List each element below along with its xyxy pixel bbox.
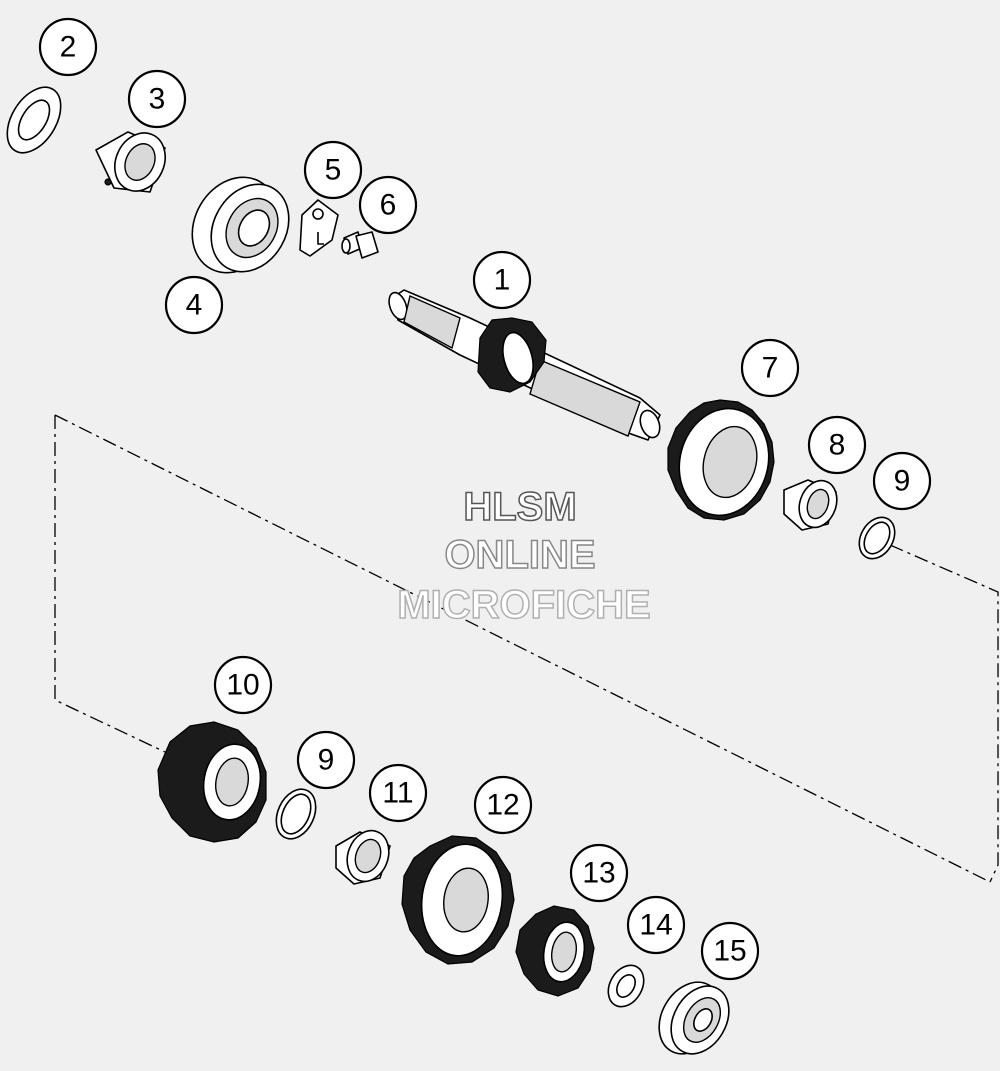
callout-part-11: 11 (368, 763, 428, 823)
part-circlip-lower (275, 788, 317, 840)
part-washer-lower (607, 964, 645, 1008)
callout-label: 13 (582, 857, 615, 890)
callout-part-5: 5 (303, 140, 363, 200)
assembly-guide-line (54, 414, 999, 883)
callout-label: 6 (380, 189, 397, 222)
callout-part-9-lower: 9 (296, 730, 356, 790)
part-gear-large-upper (667, 399, 775, 521)
callout-label: 2 (60, 31, 77, 64)
watermark-line-2: ONLINE (444, 533, 595, 577)
part-needle-bushing-upper (783, 479, 838, 531)
part-bolt (341, 231, 379, 259)
callout-label: 15 (713, 935, 746, 968)
callout-part-12: 12 (473, 775, 533, 835)
callout-label: 9 (894, 465, 911, 498)
callout-label: 3 (149, 83, 166, 116)
callout-part-13: 13 (569, 843, 629, 903)
callout-label: 11 (382, 777, 413, 810)
callout-part-3: 3 (127, 69, 187, 129)
callout-part-10: 10 (213, 655, 273, 715)
callout-label: 12 (486, 789, 519, 822)
part-bushing (95, 131, 166, 193)
part-circlip-upper (858, 516, 896, 560)
watermark-line-3: MICROFICHE (397, 583, 650, 627)
part-ball-bearing (191, 176, 290, 274)
callout-part-2: 2 (38, 17, 98, 77)
callout-part-7: 7 (740, 338, 800, 398)
callout-part-8: 8 (807, 415, 867, 475)
callout-part-9-upper: 9 (872, 451, 932, 511)
part-main-shaft (388, 289, 661, 441)
part-gear-small (515, 905, 595, 997)
callout-part-1: 1 (472, 250, 532, 310)
callout-part-14: 14 (626, 895, 686, 955)
part-ball-bearing-lower (658, 981, 730, 1055)
callout-part-15: 15 (700, 921, 760, 981)
part-gear-large-lower (401, 835, 515, 965)
part-double-gear (157, 721, 267, 843)
callout-label: 5 (325, 154, 342, 187)
callout-label: 4 (186, 289, 203, 322)
watermark: HLSM ONLINE MICROFICHE (397, 484, 652, 628)
part-thrust-washer (6, 86, 62, 154)
callout-part-4: 4 (164, 275, 224, 335)
callout-part-6: 6 (358, 175, 418, 235)
callout-label: 10 (226, 669, 259, 702)
part-locking-plate (299, 199, 339, 257)
callout-label: 8 (829, 429, 846, 462)
part-needle-bushing-lower (335, 829, 391, 885)
callout-label: 9 (318, 744, 335, 777)
callout-label: 7 (762, 352, 779, 385)
callout-label: 1 (494, 264, 511, 297)
callout-label: 14 (639, 909, 672, 942)
watermark-line-1: HLSM (463, 485, 576, 529)
